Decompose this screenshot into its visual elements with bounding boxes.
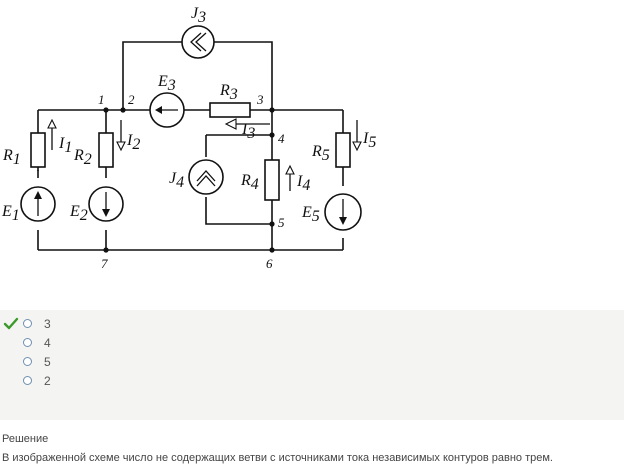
label-j4: J4 [169, 170, 184, 191]
answer-options: 3 4 5 2 [0, 310, 624, 420]
answer-option-4[interactable]: 2 [0, 373, 200, 391]
current-arrow-i2 [116, 120, 126, 152]
junction-node-3 [269, 107, 275, 113]
label-i4: I4 [296, 173, 310, 194]
label-e2: E2 [69, 203, 88, 224]
answer-option-3[interactable]: 5 [0, 354, 200, 372]
label-i1: I1 [58, 135, 72, 156]
resistor-r3 [209, 102, 251, 118]
voltage-source-e3 [149, 92, 185, 128]
junction-node-6 [269, 247, 275, 253]
label-i5: I5 [362, 130, 376, 151]
junction-node-7 [103, 247, 109, 253]
answer-option-label: 4 [44, 336, 51, 350]
label-j3: J3 [191, 5, 206, 26]
answer-option-label: 3 [44, 317, 51, 331]
radio-button[interactable] [23, 338, 32, 347]
answer-option-label: 5 [44, 355, 51, 369]
label-r2: R2 [73, 147, 92, 168]
voltage-source-e1 [20, 186, 56, 222]
current-arrow-i5 [352, 120, 362, 152]
resistor-r5 [335, 132, 351, 168]
circuit-diagram: 1 2 3 4 5 6 7 J3 E3 R3 I3 R1 I1 E1 R2 I2… [1, 5, 376, 271]
current-arrow-i3 [224, 118, 270, 130]
answer-option-2[interactable]: 4 [0, 335, 200, 353]
label-r5: R5 [311, 143, 330, 164]
current-arrow-i1 [47, 118, 57, 150]
node-label-3: 3 [256, 92, 264, 107]
label-i2: I2 [126, 132, 140, 153]
current-source-j4 [188, 159, 224, 195]
answer-option-1[interactable]: 3 [0, 316, 200, 334]
voltage-source-e5 [324, 193, 362, 231]
junction-node-5 [269, 221, 275, 227]
resistor-r1 [30, 132, 46, 168]
label-e5: E5 [301, 204, 320, 225]
solution-text: В изображенной схеме число не содержащих… [2, 452, 553, 464]
node-label-5: 5 [278, 215, 285, 230]
node-label-7: 7 [101, 256, 108, 271]
node-label-1: 1 [98, 92, 105, 107]
label-r1: R1 [2, 147, 21, 168]
node-label-4: 4 [278, 131, 285, 146]
node-label-2: 2 [128, 92, 135, 107]
label-e1: E1 [1, 203, 20, 224]
checkmark-icon [3, 317, 19, 330]
label-r4: R4 [240, 172, 259, 193]
junction-node-2 [120, 107, 126, 113]
resistor-r2 [98, 132, 114, 168]
junction-dots [103, 107, 275, 253]
junction-node-1 [103, 107, 109, 113]
node-label-6: 6 [266, 256, 273, 271]
current-source-j3 [181, 25, 215, 59]
resistor-r4 [264, 159, 280, 201]
label-r3: R3 [219, 82, 238, 103]
junction-node-4 [269, 132, 275, 138]
label-i3: I3 [241, 121, 255, 142]
answer-option-label: 2 [44, 374, 51, 388]
radio-button[interactable] [23, 357, 32, 366]
solution-heading: Решение [2, 433, 49, 445]
current-arrow-i4 [285, 164, 295, 191]
voltage-source-e2 [88, 186, 124, 222]
radio-button[interactable] [23, 376, 32, 385]
radio-button[interactable] [23, 319, 32, 328]
label-e3: E3 [157, 73, 176, 94]
